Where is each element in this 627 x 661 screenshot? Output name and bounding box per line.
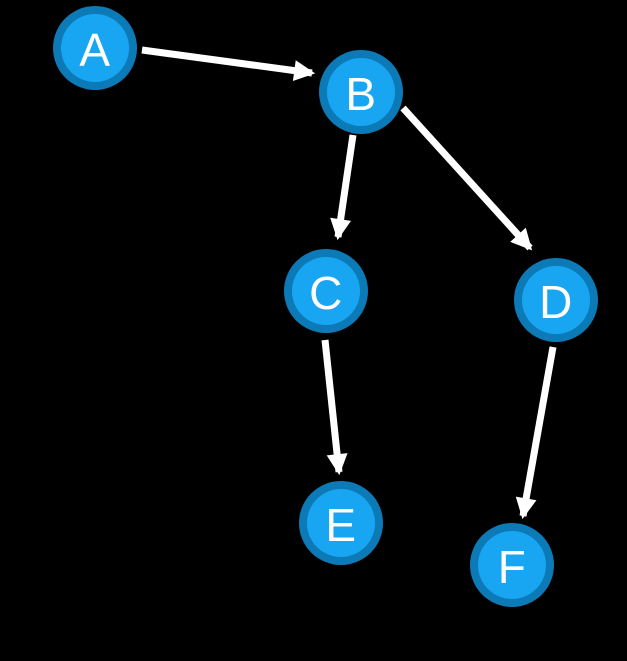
edge-layer [141,46,557,520]
node-fill [522,266,590,334]
node-fill [327,58,395,126]
edge-D-F [515,346,557,520]
node-C[interactable]: C [284,249,368,333]
node-E[interactable]: E [299,481,383,565]
node-B[interactable]: B [319,50,403,134]
node-fill [478,531,546,599]
node-D[interactable]: D [514,258,598,342]
edge-C-E [321,339,348,476]
edge-B-C [330,134,357,241]
node-layer: A B C D E F [53,6,598,607]
edge-B-D [400,105,533,251]
node-fill [292,257,360,325]
node-fill [61,14,129,82]
node-fill [307,489,375,557]
node-A[interactable]: A [53,6,137,90]
edge-A-B [141,46,316,82]
node-F[interactable]: F [470,523,554,607]
